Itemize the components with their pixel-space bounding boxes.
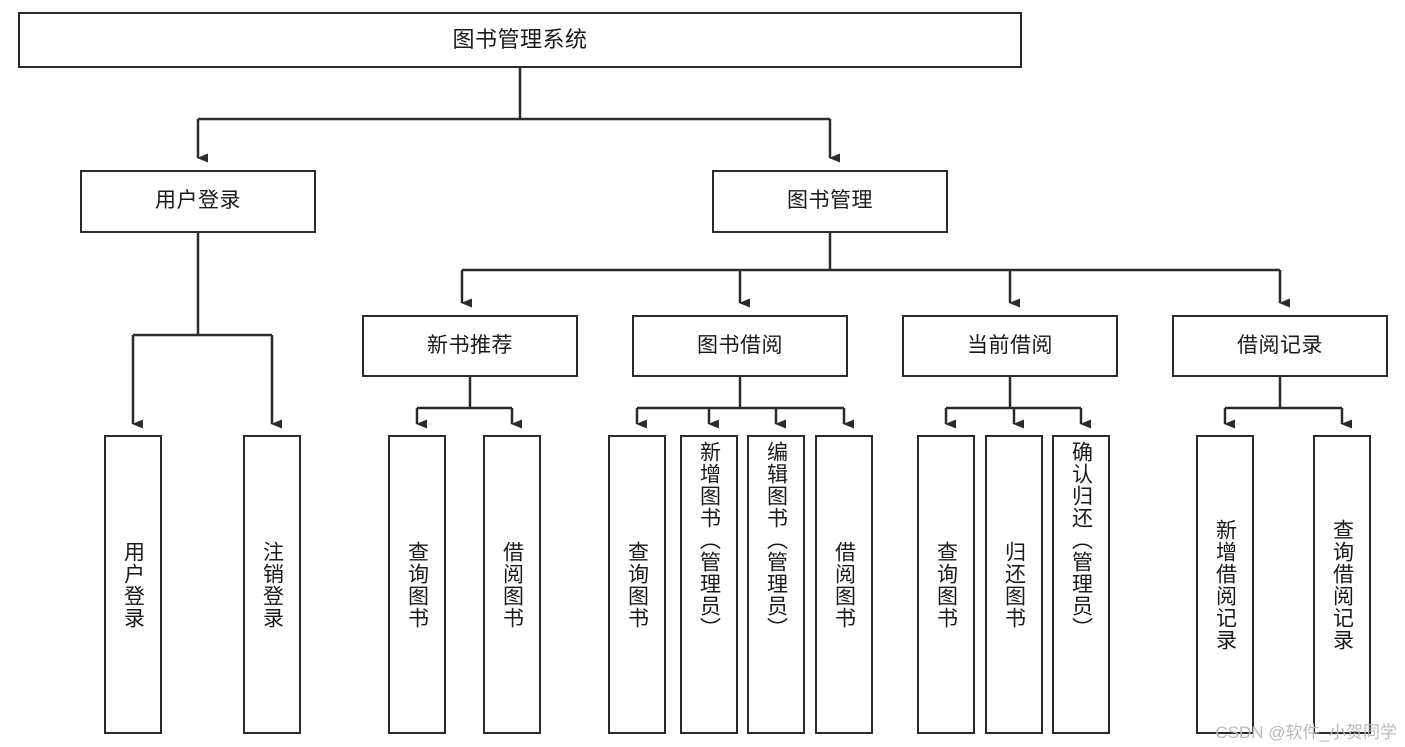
node-user-login[interactable]: 用户登录 — [80, 170, 316, 233]
node-root-book-management-system[interactable]: 图书管理系统 — [18, 12, 1022, 68]
leaf-current-return-book[interactable]: 归还图书 — [985, 435, 1043, 734]
leaf-records-query-record[interactable]: 查询借阅记录 — [1313, 435, 1371, 734]
leaf-borrow-edit-book-admin[interactable]: 编辑图书（管理员） — [747, 435, 805, 734]
leaf-borrow-query-book[interactable]: 查询图书 — [608, 435, 666, 734]
node-label: 编辑图书（管理员） — [764, 441, 788, 639]
node-label: 借阅图书 — [500, 540, 524, 629]
watermark: CSDN @软件_小贺同学 — [1215, 723, 1397, 742]
node-new-book-recommendation[interactable]: 新书推荐 — [362, 315, 578, 377]
node-label: 查询图书 — [934, 540, 958, 629]
node-label: 查询图书 — [625, 540, 649, 629]
leaf-current-query-book[interactable]: 查询图书 — [917, 435, 975, 734]
node-current-borrowing[interactable]: 当前借阅 — [902, 315, 1118, 377]
node-label: 图书管理 — [787, 189, 873, 213]
node-label: 当前借阅 — [967, 333, 1053, 357]
leaf-records-add-record[interactable]: 新增借阅记录 — [1196, 435, 1254, 734]
leaf-user-login-signout[interactable]: 注销登录 — [243, 435, 301, 734]
leaf-user-login-signin[interactable]: 用户登录 — [104, 435, 162, 734]
leaf-borrow-borrow-book[interactable]: 借阅图书 — [815, 435, 873, 734]
leaf-new-book-borrow[interactable]: 借阅图书 — [483, 435, 541, 734]
node-label: 新书推荐 — [427, 333, 513, 357]
node-label: 新增借阅记录 — [1213, 518, 1237, 651]
leaf-new-book-query[interactable]: 查询图书 — [388, 435, 446, 734]
node-borrowing-records[interactable]: 借阅记录 — [1172, 315, 1388, 377]
node-label: 用户登录 — [121, 540, 145, 629]
node-label: 用户登录 — [155, 189, 241, 213]
node-label: 注销登录 — [260, 540, 284, 629]
node-label: 查询借阅记录 — [1330, 518, 1354, 651]
node-label: 新增图书（管理员） — [697, 441, 721, 639]
node-label: 借阅记录 — [1237, 333, 1323, 357]
node-label: 确认归还（管理员） — [1069, 441, 1093, 639]
leaf-current-confirm-return-admin[interactable]: 确认归还（管理员） — [1052, 435, 1110, 734]
node-label: 查询图书 — [405, 540, 429, 629]
node-book-borrowing[interactable]: 图书借阅 — [632, 315, 848, 377]
node-label: 归还图书 — [1002, 540, 1026, 629]
leaf-borrow-add-book-admin[interactable]: 新增图书（管理员） — [680, 435, 738, 734]
node-label: 借阅图书 — [832, 540, 856, 629]
node-book-management[interactable]: 图书管理 — [712, 170, 948, 233]
node-label: 图书借阅 — [697, 333, 783, 357]
node-label: 图书管理系统 — [452, 27, 588, 53]
